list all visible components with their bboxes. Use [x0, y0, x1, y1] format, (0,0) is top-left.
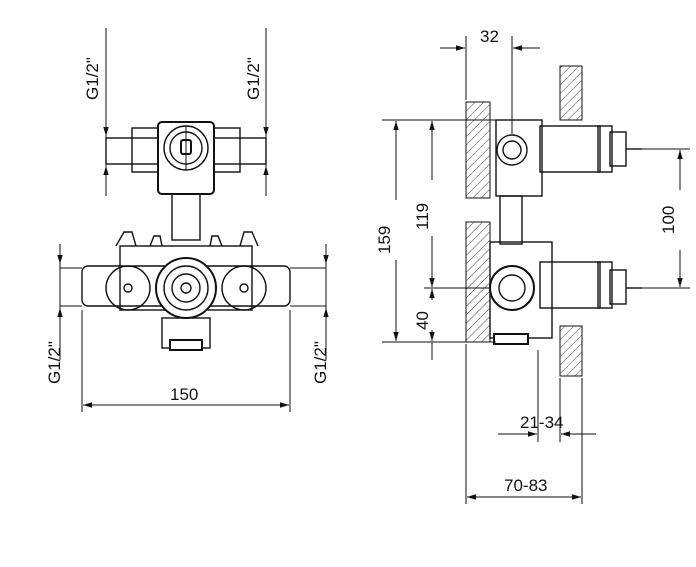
front-bottom-left-thread-label: G1/2" — [45, 341, 64, 384]
side-top-offset-dimension — [440, 36, 540, 134]
side-total-height-dimension — [382, 119, 496, 343]
front-lower-body — [81, 231, 291, 351]
side-depth-long-dimension — [465, 344, 583, 504]
front-top-thread-dimensions — [103, 28, 269, 196]
side-view: 32 159 119 40 100 — [375, 27, 690, 504]
side-lower-body — [489, 241, 642, 345]
side-upper-body — [495, 119, 642, 197]
front-width-label: 150 — [170, 385, 198, 404]
front-bottom-right-thread-label: G1/2" — [311, 341, 330, 384]
front-upper-diverter — [105, 121, 267, 195]
finish-wall-lower — [559, 325, 583, 377]
front-connecting-pipe — [171, 193, 201, 241]
side-spindle-spacing-label: 100 — [659, 206, 678, 234]
side-spindle-spacing-dimension — [642, 148, 690, 289]
side-top-offset-label: 32 — [480, 27, 499, 46]
front-view: G1/2" G1/2" G1/2" G1/2" 150 — [45, 28, 330, 412]
side-depth-short-dimension — [498, 350, 596, 442]
side-depth-long-label: 70-83 — [504, 476, 547, 495]
wall-lower — [465, 221, 491, 343]
front-bottom-thread-dimensions — [57, 244, 329, 360]
side-depth-short-label: 21-34 — [520, 413, 563, 432]
side-mid-height-dimension — [424, 121, 490, 289]
front-width-dimension — [81, 310, 291, 412]
front-top-left-thread-label: G1/2" — [83, 57, 102, 100]
front-top-right-thread-label: G1/2" — [244, 57, 263, 100]
side-total-height-label: 159 — [375, 226, 394, 254]
left-handle-icon — [105, 265, 151, 311]
side-connecting-pipe — [499, 195, 523, 245]
right-handle-icon — [221, 265, 267, 311]
finish-wall-upper — [559, 65, 583, 121]
side-lower-height-label: 40 — [413, 311, 432, 330]
side-mid-height-label: 119 — [413, 203, 432, 230]
thermostat-cartridge-icon — [155, 257, 217, 319]
wall-upper — [465, 101, 491, 199]
